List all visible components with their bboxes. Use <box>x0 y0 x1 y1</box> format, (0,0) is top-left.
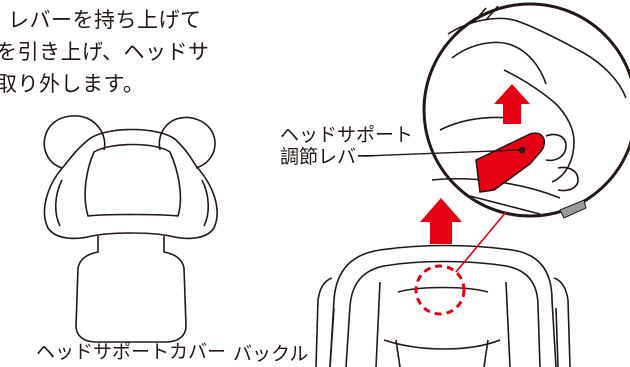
zoom-circle <box>422 2 630 219</box>
lever-red <box>475 132 546 193</box>
zoom-leader-line <box>455 211 507 273</box>
lever-location-circle <box>414 264 466 316</box>
instruction-line-2: を引き上げ、ヘッドサ <box>0 40 210 64</box>
pull-up-arrow <box>420 198 462 244</box>
seat-drawing <box>315 244 571 367</box>
buckle-label: バックル <box>233 343 309 365</box>
instruction-line-1: レバーを持ち上げて <box>8 8 202 32</box>
lever-leader-line <box>363 149 521 157</box>
instruction-line-3: 取り外します。 <box>0 72 145 96</box>
lever-label-line-2: 調節レバー <box>280 146 376 168</box>
cover-label: ヘッドサポートカバー <box>36 341 227 363</box>
headrest-cover-drawing <box>43 115 218 343</box>
lever-label-line-1: ヘッドサポート <box>280 124 414 146</box>
